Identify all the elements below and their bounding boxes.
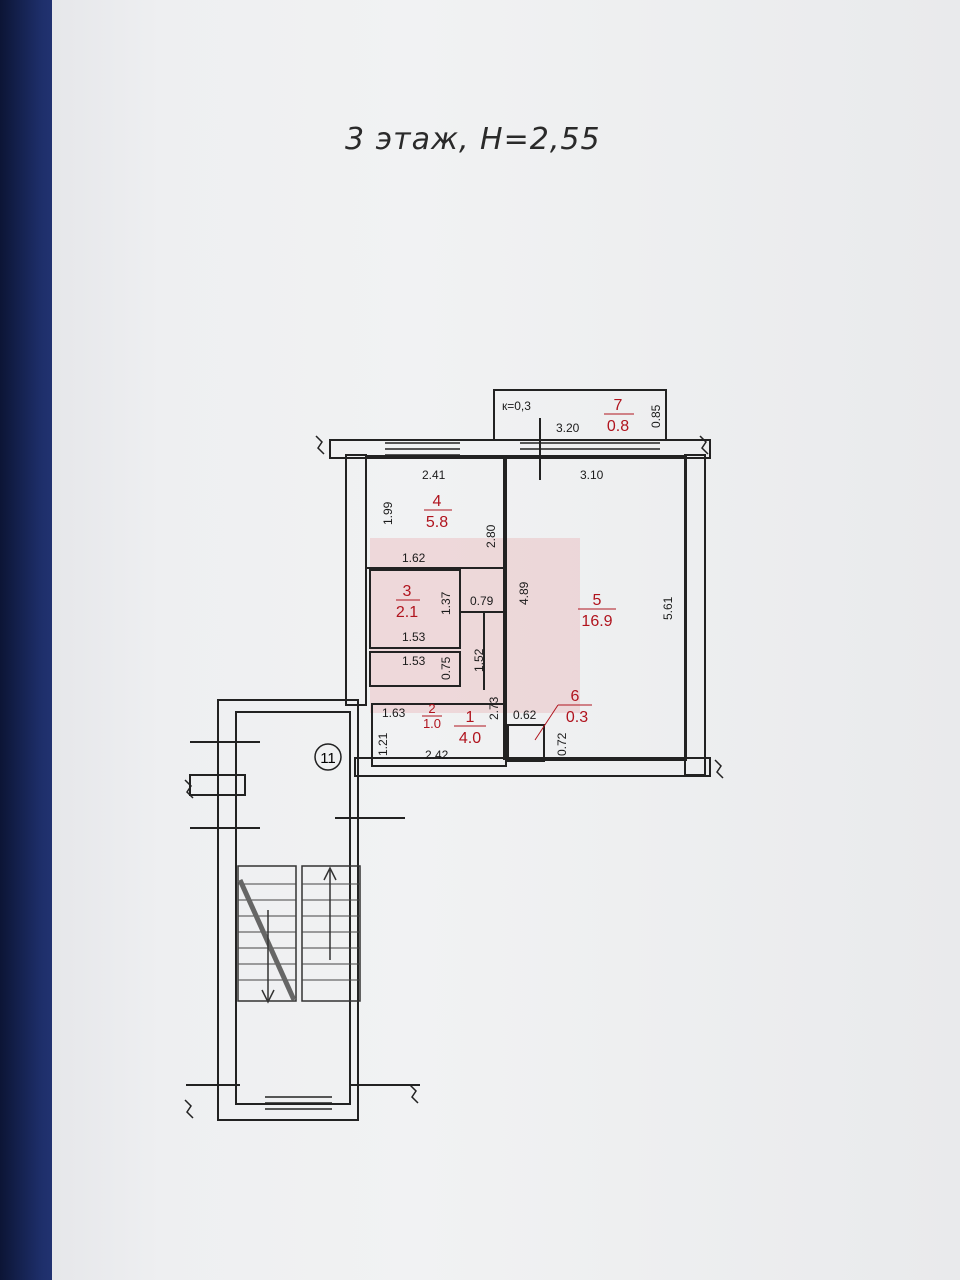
dim-1-37: 1.37 bbox=[439, 591, 453, 615]
dim-1-21: 1.21 bbox=[376, 732, 390, 756]
room-6-area: 0.3 bbox=[566, 709, 588, 726]
dim-0-85: 0.85 bbox=[649, 404, 663, 428]
room-2-area: 1.0 bbox=[423, 716, 441, 731]
room-4-num: 4 bbox=[433, 493, 442, 510]
dim-0-75: 0.75 bbox=[439, 656, 453, 680]
room-label-7: 7 0.8 bbox=[604, 397, 634, 435]
room-2-num: 2 bbox=[428, 701, 435, 716]
dim-3-10: 3.10 bbox=[580, 468, 604, 482]
room-label-3: 3 2.1 bbox=[396, 583, 420, 621]
dim-1-53-b: 1.53 bbox=[402, 654, 426, 668]
dim-2-42: 2.42 bbox=[425, 748, 449, 762]
dim-4-89: 4.89 bbox=[517, 581, 531, 605]
balcony-coef: к=0,3 bbox=[502, 399, 531, 413]
section-marker-label: 11 bbox=[320, 750, 336, 767]
dim-2-73: 2.73 bbox=[487, 696, 501, 720]
dim-0-62: 0.62 bbox=[513, 708, 537, 722]
room-label-4: 4 5.8 bbox=[424, 493, 452, 531]
stair-treads bbox=[237, 878, 360, 1002]
dim-1-99: 1.99 bbox=[381, 501, 395, 525]
room-label-1: 1 4.0 bbox=[454, 709, 486, 747]
dim-2-80: 2.80 bbox=[484, 524, 498, 548]
break-marks bbox=[184, 435, 724, 1119]
stair-arrows bbox=[261, 866, 337, 1004]
room-6-num: 6 bbox=[571, 688, 580, 705]
room-1-area: 4.0 bbox=[459, 730, 481, 747]
dim-5-61: 5.61 bbox=[661, 596, 675, 620]
dim-1-53-a: 1.53 bbox=[402, 630, 426, 644]
room-7-area: 0.8 bbox=[607, 418, 629, 435]
dim-1-63: 1.63 bbox=[382, 706, 406, 720]
room-7-num: 7 bbox=[614, 397, 623, 414]
dim-0-79: 0.79 bbox=[470, 594, 494, 608]
dim-3-20: 3.20 bbox=[556, 421, 580, 435]
dim-1-62: 1.62 bbox=[402, 551, 426, 565]
room-4-area: 5.8 bbox=[426, 514, 448, 531]
room-label-5: 5 16.9 bbox=[578, 592, 616, 630]
section-marker-circle bbox=[314, 743, 342, 771]
room-1-num: 1 bbox=[466, 709, 475, 726]
room-3-area: 2.1 bbox=[396, 604, 418, 621]
room-label-2: 2 1.0 bbox=[422, 701, 442, 731]
dim-0-72: 0.72 bbox=[555, 732, 569, 756]
room-label-6: 6 0.3 bbox=[534, 688, 592, 741]
room-5-area: 16.9 bbox=[581, 613, 612, 630]
room-3-num: 3 bbox=[403, 583, 412, 600]
dim-2-41: 2.41 bbox=[422, 468, 446, 482]
room-5-num: 5 bbox=[593, 592, 602, 609]
stairwell bbox=[186, 699, 420, 1121]
windows bbox=[265, 442, 660, 1110]
balcony bbox=[493, 389, 667, 441]
floor-title: 3 этаж, Н=2,55 bbox=[345, 122, 601, 157]
dim-1-52: 1.52 bbox=[472, 648, 486, 672]
